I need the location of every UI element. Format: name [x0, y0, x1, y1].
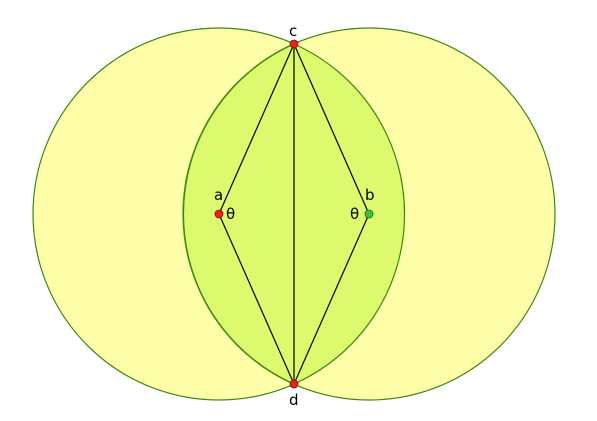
angle-label-b: θ: [350, 205, 359, 223]
point-d: [289, 379, 299, 389]
label-d: d: [289, 391, 299, 409]
segment-a-d: [218, 213, 295, 385]
angle-label-a: θ: [226, 205, 235, 223]
label-b: b: [365, 186, 375, 204]
point-c: [289, 39, 299, 49]
point-a: [214, 209, 224, 219]
segment-c-b: [293, 43, 370, 215]
point-b: [364, 209, 374, 219]
label-c: c: [289, 22, 297, 40]
label-a: a: [214, 186, 223, 204]
segment-c-a: [218, 43, 295, 215]
lens-right-arc: [293, 43, 406, 385]
segment-b-d: [293, 213, 370, 385]
lens-left-arc: [182, 43, 295, 385]
